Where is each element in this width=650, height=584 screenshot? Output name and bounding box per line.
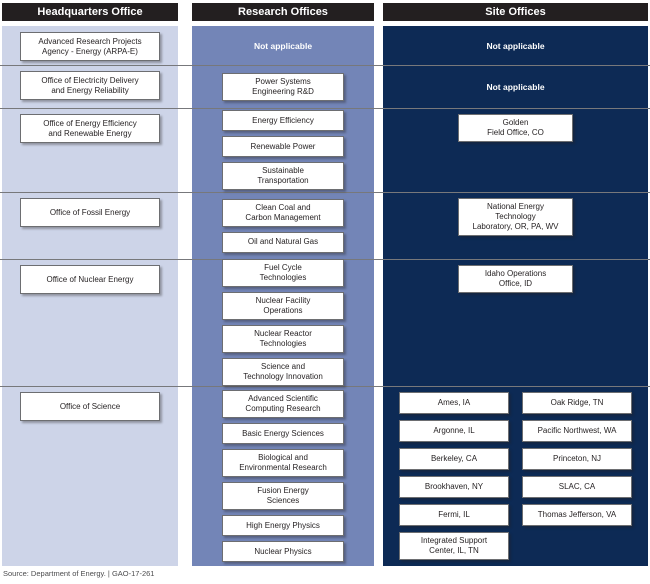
site-office-box: Oak Ridge, TN: [522, 392, 632, 414]
row-nuclear-research-cell: Fuel Cycle Technologies Nuclear Facility…: [192, 259, 374, 386]
row-science-research-cell: Advanced Scientific Computing Research B…: [192, 386, 374, 566]
row-arpae-headquarters-cell: Advanced Research Projects Agency - Ener…: [2, 26, 178, 65]
site-office-box: Brookhaven, NY: [399, 476, 509, 498]
row-fossil-site-cell: National Energy Technology Laboratory, O…: [383, 192, 648, 259]
research-office-box: Nuclear Physics: [222, 541, 344, 562]
hq-office-box: Office of Science: [20, 392, 160, 421]
row-arpae-site-cell: Not applicable: [383, 26, 648, 65]
research-office-box: Nuclear Reactor Technologies: [222, 325, 344, 353]
research-office-box: Renewable Power: [222, 136, 344, 157]
row-nuclear-site-cell: Idaho Operations Office, ID: [383, 259, 648, 386]
row-electricity-site-cell: Not applicable: [383, 65, 648, 108]
site-office-box: SLAC, CA: [522, 476, 632, 498]
not-applicable-label: Not applicable: [253, 40, 313, 51]
not-applicable-label: Not applicable: [486, 40, 545, 51]
research-office-box: Nuclear Facility Operations: [222, 292, 344, 320]
research-office-box: Fuel Cycle Technologies: [222, 259, 344, 287]
row-arpae-research-cell: Not applicable: [192, 26, 374, 65]
research-office-box: Science and Technology Innovation: [222, 358, 344, 386]
row-eere-research-cell: Energy Efficiency Renewable Power Sustai…: [192, 108, 374, 192]
site-office-box: Princeton, NJ: [522, 448, 632, 470]
site-office-box: Fermi, IL: [399, 504, 509, 526]
research-office-box: Sustainable Transportation: [222, 162, 344, 190]
hq-office-box: Office of Nuclear Energy: [20, 265, 160, 294]
source-note: Source: Department of Energy. | GAO-17-2…: [3, 569, 155, 578]
row-divider: [0, 192, 650, 193]
research-office-box: Basic Energy Sciences: [222, 423, 344, 444]
site-office-box: Thomas Jefferson, VA: [522, 504, 632, 526]
column-header-site: Site Offices: [383, 3, 648, 21]
row-electricity-research-cell: Power Systems Engineering R&D: [192, 65, 374, 108]
research-office-box: High Energy Physics: [222, 515, 344, 536]
site-office-box: Ames, IA: [399, 392, 509, 414]
research-office-box: Oil and Natural Gas: [222, 231, 344, 253]
research-office-box: Advanced Scientific Computing Research: [222, 390, 344, 418]
site-office-box: Idaho Operations Office, ID: [458, 265, 573, 293]
research-office-box: Energy Efficiency: [222, 110, 344, 131]
column-header-headquarters: Headquarters Office: [2, 3, 178, 21]
site-office-box: National Energy Technology Laboratory, O…: [458, 198, 573, 236]
row-electricity-headquarters-cell: Office of Electricity Delivery and Energ…: [2, 65, 178, 108]
hq-office-box: Advanced Research Projects Agency - Ener…: [20, 32, 160, 61]
site-office-box: Golden Field Office, CO: [458, 114, 573, 142]
row-divider: [0, 65, 650, 66]
row-fossil-headquarters-cell: Office of Fossil Energy: [2, 192, 178, 259]
site-office-box: Integrated Support Center, IL, TN: [399, 532, 509, 560]
row-science-headquarters-cell: Office of Science: [2, 386, 178, 566]
hq-office-box: Office of Fossil Energy: [20, 198, 160, 227]
row-eere-headquarters-cell: Office of Energy Efficiency and Renewabl…: [2, 108, 178, 192]
site-office-box: Berkeley, CA: [399, 448, 509, 470]
row-science-site-cell: Ames, IA Oak Ridge, TN Argonne, IL Pacif…: [383, 386, 648, 566]
row-eere-site-cell: Golden Field Office, CO: [383, 108, 648, 192]
row-nuclear-headquarters-cell: Office of Nuclear Energy: [2, 259, 178, 386]
hq-office-box: Office of Energy Efficiency and Renewabl…: [20, 114, 160, 143]
research-office-box: Fusion Energy Sciences: [222, 482, 344, 510]
research-office-box: Clean Coal and Carbon Management: [222, 198, 344, 227]
site-office-box: Argonne, IL: [399, 420, 509, 442]
row-fossil-research-cell: Clean Coal and Carbon Management Oil and…: [192, 192, 374, 259]
research-office-box: Biological and Environmental Research: [222, 449, 344, 477]
row-divider: [0, 108, 650, 109]
site-offices-grid: Ames, IA Oak Ridge, TN Argonne, IL Pacif…: [399, 392, 632, 560]
site-office-box: Pacific Northwest, WA: [522, 420, 632, 442]
hq-office-box: Office of Electricity Delivery and Energ…: [20, 71, 160, 100]
column-header-research: Research Offices: [192, 3, 374, 21]
row-divider: [0, 386, 650, 387]
research-office-box: Power Systems Engineering R&D: [222, 72, 344, 101]
not-applicable-label: Not applicable: [486, 81, 545, 92]
